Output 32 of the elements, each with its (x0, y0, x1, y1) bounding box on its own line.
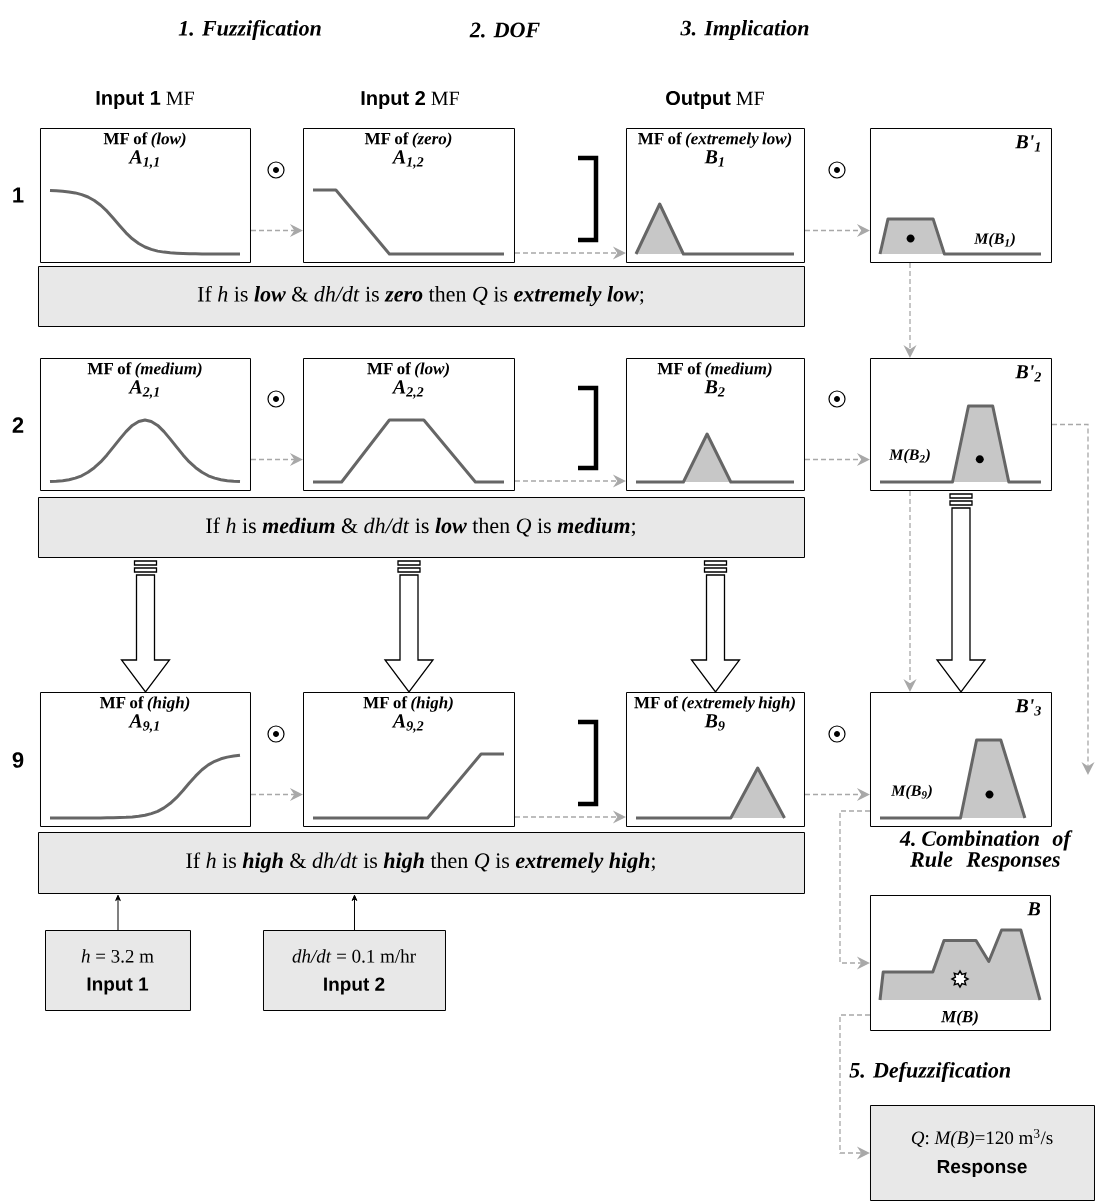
column-header: Input 2 MF (361, 90, 459, 110)
implication-plot-box: B'$_{1}$ M(B$_{1}$) (870, 128, 1052, 263)
response-box: Q: M(B)=120 m$^{3}$/s Response (870, 1105, 1095, 1201)
input-box: h = 3.2 m Input 1 (45, 930, 191, 1011)
membership-plot-box: MF of (high) A$_{9,2}$ (303, 692, 515, 827)
block-arrow (120, 560, 171, 694)
membership-plot-box: MF of (extremely low) B$_{1}$ (626, 128, 805, 263)
row-number: 1 (13, 187, 24, 203)
arrow (1051, 423, 1095, 775)
block-arrow (383, 560, 435, 694)
membership-plot-box: MF of (medium) A$_{2,1}$ (40, 358, 251, 491)
step-heading: 4. Combination of Rule Responses (899, 830, 1073, 872)
implication-plot-box: B'$_{3}$ M(B$_{9}$) (870, 692, 1052, 827)
membership-plot-box: MF of (medium) B$_{2}$ (626, 358, 805, 491)
step-heading: 2. DOF (469, 22, 540, 38)
input-box: dh/dt = 0.1 m/hr Input 2 (263, 930, 446, 1011)
arrow (115, 894, 121, 931)
step-heading: 3. Implication (680, 20, 809, 40)
implication-plot-box: B'$_{2}$ M(B$_{2}$) (870, 358, 1052, 491)
membership-plot-box: MF of (extremely high) B$_{9}$ (626, 692, 805, 827)
column-header: Output MF (666, 90, 764, 110)
step-heading: 1. Fuzzification (178, 19, 321, 41)
membership-plot-box: MF of (zero) A$_{1,2}$ (303, 128, 515, 263)
combined-plot-box: B M(B) (870, 895, 1051, 1031)
block-arrow (935, 493, 987, 694)
column-header: Input 1 MF (96, 91, 194, 109)
block-arrow (690, 560, 741, 694)
membership-plot-box: MF of (low) A$_{1,1}$ (40, 128, 251, 263)
arrow (351, 894, 358, 931)
membership-plot-box: MF of (high) A$_{9,1}$ (40, 692, 251, 827)
membership-plot-box: MF of (low) A$_{2,2}$ (303, 358, 515, 491)
step-heading: 5. Defuzzification (849, 1061, 1011, 1083)
